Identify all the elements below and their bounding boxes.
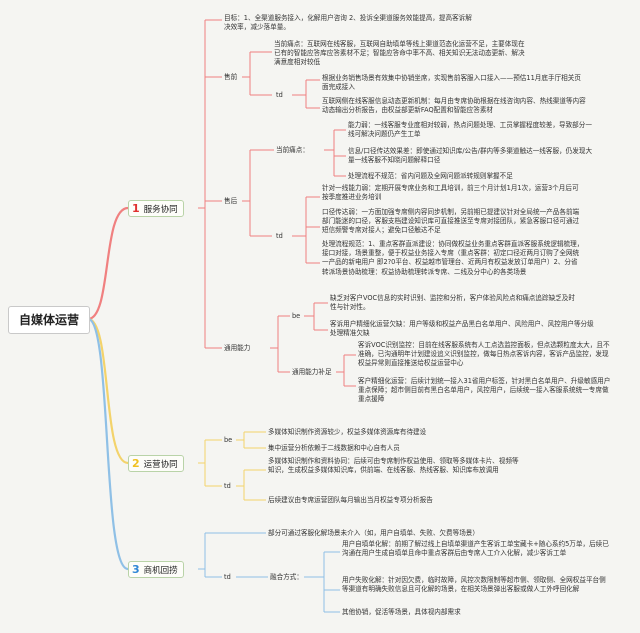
ops-be-item-1: 多媒体知识制作资源较少，权益多媒体资源库有待建设 bbox=[268, 428, 427, 436]
general-be-item-1: 缺乏对客户VOC信息的实时识别、监控和分析，客户体验风险点和痛点追踪缺乏及时性与… bbox=[330, 294, 575, 312]
ops-be-item-2: 集中运营分析依赖于二线数据和中心自有人员 bbox=[268, 444, 400, 452]
aftersale-td-item-1: 针对一线能力弱：定期开展专席业务和工具培训，前三个月计划1月1次，运营3个月后可… bbox=[322, 184, 579, 202]
aftersale-label: 售后 bbox=[224, 197, 238, 205]
branch3-connectors bbox=[198, 532, 340, 613]
branch1-connectors bbox=[198, 19, 356, 387]
presale-td-label: td bbox=[276, 91, 283, 99]
leads-td-label: td bbox=[224, 573, 231, 581]
aftersale-td-item-2: 口径传达弱：一方面加强专席侧内容同步机制，另前期已提建议针对全局统一产品各前端部… bbox=[322, 208, 580, 235]
aftersale-pain-2: 信息/口径传达效果差：即使通过知识库/公告/群内等多渠道触达一线客服，仍发现大量… bbox=[348, 147, 593, 165]
presale-td-item-2: 互联网侧在线客服信息动态更新机制：每月由专席协助根据在线咨询内容、热线渠道等内容… bbox=[322, 97, 586, 115]
ops-td-item-1: 多媒体知识制作和资料协同：后续可由专席制作权益使用、领取等多媒体卡片、视频等知识… bbox=[268, 457, 519, 475]
branch-number: 3 bbox=[132, 563, 140, 576]
presale-td-item-1: 根据业务销售场景有效集中协销坐席，实现售前客服入口接入——预估11月底手厅相关页… bbox=[322, 74, 581, 92]
aftersale-pain-1: 能力弱：一线客服专业度相对较弱，热点问题处理、工员掌握程度较差，导致部分一线可解… bbox=[348, 121, 592, 139]
general-supplement-item-2: 客户精细化运营：后续计划统一接入31省用户标签，针对黑白名单用户、升级敏感用户重… bbox=[358, 377, 611, 404]
leads-merge-label: 融合方式： bbox=[270, 573, 303, 581]
root-node: 自媒体运营 bbox=[8, 306, 90, 334]
general-supplement-label: 通用能力补足 bbox=[292, 368, 332, 376]
aftersale-pain-3: 处理流程不规范：省内问题及全网问题派转规则掌握不足 bbox=[348, 172, 513, 180]
aftersale-pain-label: 当前痛点： bbox=[276, 146, 309, 154]
branch-number: 2 bbox=[132, 457, 140, 470]
service-goal: 目标：1、全渠道服务接入，化解用户咨询 2、投诉全渠道服务效能提高，提高客诉解决… bbox=[224, 14, 472, 32]
connector-root-branch3 bbox=[87, 317, 129, 571]
leads-merge-item-1: 用户自填单化解：前期了解过线上自填单渠道产生客诉工单宝藏卡+随心系约5万单，后续… bbox=[342, 540, 609, 558]
branch-number: 1 bbox=[132, 202, 140, 215]
general-be-item-2: 客诉用户精细化运营欠缺：用户等级和权益产品黑白名单用户、风险用户、风控用户等分级… bbox=[330, 320, 594, 338]
general-capability-label: 通用能力 bbox=[224, 344, 251, 352]
ops-td-label: td bbox=[224, 482, 231, 490]
leads-merge-item-3: 其他协销，促活等场景，具体视内部需求 bbox=[342, 608, 461, 616]
branch-label: 商机回捞 bbox=[143, 566, 178, 576]
presale-label: 售前 bbox=[224, 73, 238, 81]
ops-be-label: be bbox=[224, 436, 233, 444]
branch-label: 服务协同 bbox=[143, 205, 178, 215]
presale-pain-point: 当前痛点：互联网在线客服，互联网自助填单等线上渠道范态化运营不足，主要体现在已有… bbox=[274, 40, 525, 67]
connector-root-branch1 bbox=[87, 206, 129, 321]
leads-merge-item-2: 用户失败化解：针对因欠费，临时故障，风控次数限制等超市侧、领取侧、全网权益平台侧… bbox=[342, 576, 606, 594]
branch-label: 运营协同 bbox=[143, 460, 178, 470]
general-be-label: be bbox=[292, 312, 301, 320]
aftersale-td-label: td bbox=[276, 232, 283, 240]
ops-td-item-2: 后续建议由专席运营团队每月输出当月权益专项分析报告 bbox=[268, 496, 433, 504]
aftersale-td-item-3: 处理流程规范：1、重点客群直派建设：协同做权益业务重点客群直派客服系统逻辑梳理，… bbox=[322, 240, 584, 276]
connector-root-branch2 bbox=[87, 317, 129, 465]
branch2-connectors bbox=[198, 431, 266, 501]
leads-be-item: 部分可通过客服化解场景未介入（如，用户自填单、失败、欠费等场景） bbox=[268, 529, 479, 537]
general-supplement-item-1: 客诉VOC识别监控：目前在线客服系统有人工点选监控面板，但点选颗粒度太大，且不准… bbox=[358, 341, 610, 368]
